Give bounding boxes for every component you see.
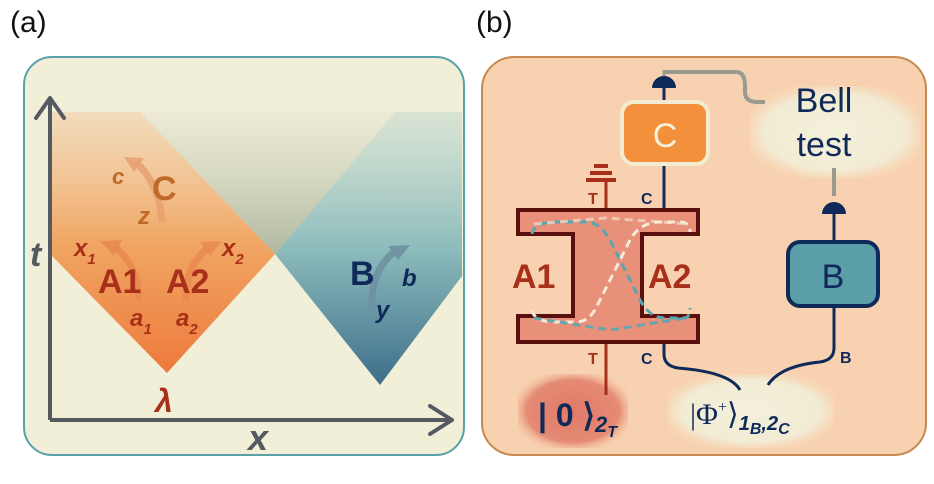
output-a2-label: a2 xyxy=(176,305,198,338)
party-a1-label: A1 xyxy=(98,263,141,301)
input-x1-label: x1 xyxy=(72,235,96,268)
splitter-a2-label: A2 xyxy=(648,258,691,296)
port-t-top-label: T xyxy=(588,191,598,208)
port-c-bottom-label: C xyxy=(641,351,653,368)
t-axis-arrowhead xyxy=(34,96,66,120)
wire-b-to-phi xyxy=(766,306,836,386)
panel-a-label: (a) xyxy=(10,6,47,39)
arrow-a1-head xyxy=(100,240,122,256)
state-zero: | 0 ⟩2T xyxy=(538,397,618,441)
box-c-label: C xyxy=(653,117,678,155)
arrow-a2 xyxy=(182,245,211,301)
ground-icon-bar1 xyxy=(594,164,608,168)
output-a1-label: a1 xyxy=(130,305,152,338)
party-a2-label: A2 xyxy=(166,263,209,301)
lightcone-b xyxy=(275,112,462,385)
path-white-2 xyxy=(533,216,689,226)
state-phi-plus: |Φ+⟩1B,2C xyxy=(690,398,790,438)
beam-splitter xyxy=(516,208,700,344)
arrow-c-head xyxy=(124,157,144,172)
input-z-label: z xyxy=(137,203,150,230)
wire-c-to-bell xyxy=(665,70,765,104)
port-t-bottom-label: T xyxy=(588,351,598,368)
input-y-label: y xyxy=(375,297,391,324)
party-b-label: B xyxy=(350,255,375,293)
ground-icon-bar2 xyxy=(590,171,612,175)
bell-test-glow xyxy=(750,86,920,178)
arrow-a1 xyxy=(111,243,143,301)
detector-c-icon xyxy=(652,76,676,88)
port-b-label: B xyxy=(840,350,852,367)
lightcone-lambda xyxy=(50,112,275,373)
phi-state-glow xyxy=(668,374,834,448)
output-c-label: c xyxy=(112,164,124,189)
t-axis-label: t xyxy=(30,236,43,274)
zero-state-glow xyxy=(518,374,628,448)
panel-a: t x λ C c z A1 A2 x1 x2 a1 a2 B b y xyxy=(23,56,465,458)
ground-icon-bar3 xyxy=(586,178,616,182)
panel-b-label: (b) xyxy=(476,6,513,39)
lightcone-overlap xyxy=(140,112,395,254)
x-axis-label: x xyxy=(246,417,270,458)
party-c-label: C xyxy=(152,170,177,208)
output-b-label: b xyxy=(402,265,417,292)
input-x2-label: x2 xyxy=(220,235,244,268)
box-b-label: B xyxy=(822,258,845,296)
splitter-a1-label: A1 xyxy=(512,258,555,296)
arrow-b xyxy=(368,249,397,311)
panel-b: C Bell test B B T C T C A1 xyxy=(481,56,927,456)
bell-test-line1: Bell xyxy=(796,82,853,120)
box-c[interactable] xyxy=(620,100,710,166)
x-axis-arrowhead xyxy=(428,404,454,436)
detector-b-icon xyxy=(822,202,846,214)
arrow-b-head xyxy=(388,245,410,260)
arrow-a2-head xyxy=(200,241,222,256)
source-lambda: λ xyxy=(153,383,173,419)
bell-test-line2: test xyxy=(797,126,852,164)
arrow-c xyxy=(133,159,166,223)
port-c-top-label: C xyxy=(641,191,653,208)
wire-c-to-phi xyxy=(662,342,742,391)
